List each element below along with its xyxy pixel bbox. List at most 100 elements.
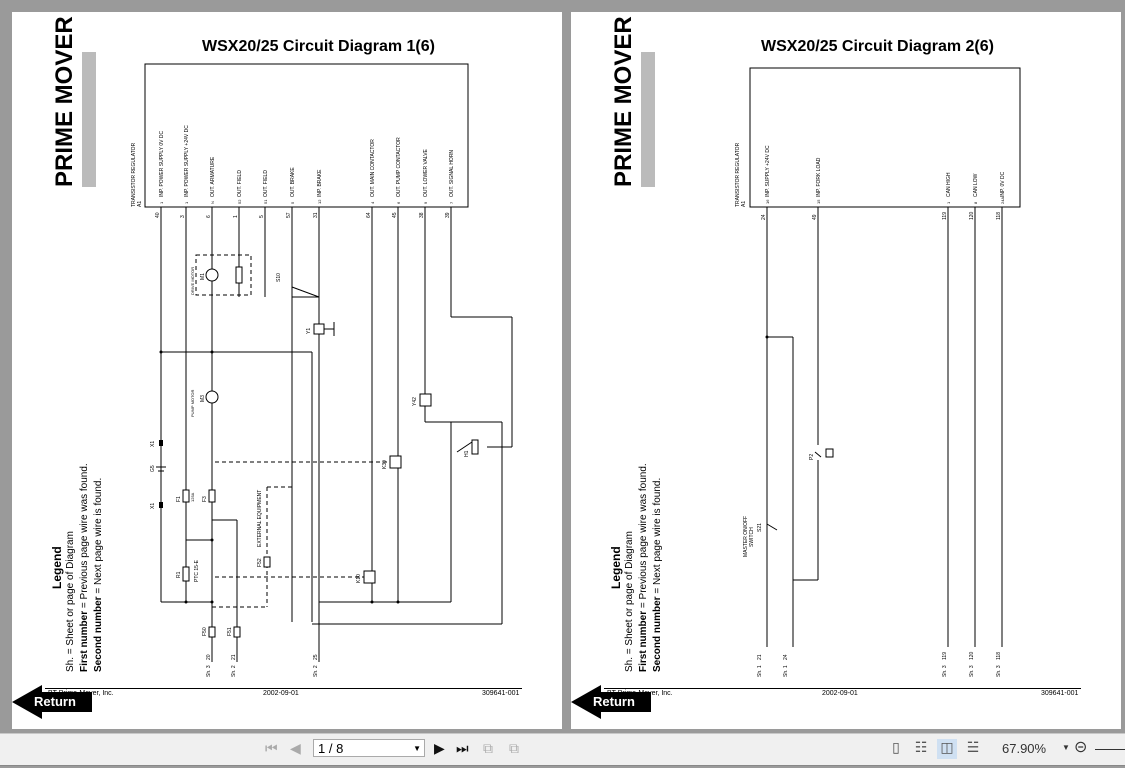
legend-heading: Legend bbox=[609, 546, 623, 589]
offpage-wire: 21 bbox=[757, 654, 763, 660]
wire-number: 57 bbox=[286, 212, 292, 218]
ptc-label: PTC 15-E bbox=[194, 559, 200, 582]
terminal-number: 24A bbox=[1000, 197, 1005, 204]
offpage-wire: 118 bbox=[996, 652, 1002, 660]
zoom-out-icon[interactable]: ⊝ bbox=[1074, 739, 1088, 756]
horn-h1 bbox=[471, 439, 479, 455]
offpage-wire: 120 bbox=[969, 651, 975, 660]
y42-label: Y42 bbox=[412, 397, 418, 406]
next-view-icon[interactable]: ⧉ bbox=[509, 740, 519, 756]
previous-view-icon[interactable]: ⧉ bbox=[483, 740, 493, 756]
master-switch-label: MASTER ON/OFF bbox=[743, 516, 749, 557]
single-page-icon[interactable]: ▯ bbox=[892, 739, 900, 755]
resistor-r1 bbox=[182, 566, 190, 582]
terminal-number: 1 bbox=[946, 201, 951, 204]
prev-page-icon[interactable]: ◀ bbox=[290, 740, 301, 756]
f1-value: 125A bbox=[190, 492, 195, 502]
f51-label: F51 bbox=[227, 627, 233, 636]
offpage-wire: 25 bbox=[313, 654, 319, 660]
column-label: OUT. BRAKE bbox=[290, 167, 296, 197]
contactor-k30 bbox=[389, 455, 402, 469]
offpage-wire: 119 bbox=[942, 652, 948, 660]
terminal-number: 15 bbox=[816, 199, 821, 204]
fuse-f50 bbox=[208, 626, 216, 638]
valve-y42 bbox=[419, 393, 432, 407]
regulator-id: A1 bbox=[741, 201, 747, 207]
x1-label: X1 bbox=[150, 441, 156, 447]
terminal-number: 8 bbox=[973, 201, 978, 204]
h1-label: H1 bbox=[464, 450, 470, 457]
continuous-facing-icon[interactable]: ☱ bbox=[966, 739, 980, 755]
legend-term: Second number bbox=[93, 596, 104, 672]
footer-divider bbox=[604, 688, 1081, 689]
drive-motor-box bbox=[195, 254, 252, 296]
wire-number: 31 bbox=[313, 212, 319, 218]
motor-m1-icon bbox=[205, 268, 219, 282]
terminal-number: N bbox=[210, 201, 215, 204]
logo-shadow bbox=[641, 52, 655, 187]
page-number-input[interactable]: 1 / 8▼ bbox=[313, 739, 425, 757]
terminal-number: 51 bbox=[263, 199, 268, 204]
column-label: CAN LOW bbox=[973, 173, 979, 197]
column-label: INP. POWER SUPPLY 0V DC bbox=[159, 130, 165, 197]
legend: Legend Sh. = Sheet or page of Diagram Fi… bbox=[50, 463, 106, 672]
column-label: OUT. LOWER VALVE bbox=[423, 148, 429, 197]
first-page-icon[interactable]: ⏮ bbox=[265, 740, 278, 756]
offpage-sheet: Sh. 3 bbox=[942, 665, 948, 677]
zoom-level[interactable]: 67.90% bbox=[1002, 741, 1047, 756]
page-title: WSX20/25 Circuit Diagram 1(6) bbox=[202, 38, 435, 55]
column-label: INP. SUPPLY +24V DC bbox=[765, 145, 771, 197]
last-page-icon[interactable]: ⏭ bbox=[456, 740, 469, 756]
p2-label: P2 bbox=[809, 454, 815, 460]
offpage-sheet: Sh. 3 bbox=[969, 665, 975, 677]
junction-dot bbox=[184, 600, 188, 604]
legend-line: = Next page wire is found. bbox=[93, 477, 104, 597]
terminal-number: 6 bbox=[396, 201, 401, 204]
fuse-f52 bbox=[263, 556, 271, 568]
next-page-icon[interactable]: ▶ bbox=[434, 740, 445, 756]
wire-number: 118 bbox=[996, 212, 1002, 220]
legend-term: First number bbox=[638, 610, 649, 672]
m1-label: M1 bbox=[200, 273, 206, 280]
zoom-slider[interactable] bbox=[1095, 749, 1125, 750]
terminal-number: 1 bbox=[184, 201, 189, 204]
wire bbox=[814, 451, 822, 458]
legend-line: = Next page wire is found. bbox=[652, 477, 663, 597]
f3-label: F3 bbox=[202, 496, 208, 502]
facing-icon[interactable]: ◫ bbox=[937, 739, 957, 759]
footer-doc-number: 309641-001 bbox=[1041, 690, 1079, 697]
junction-dot bbox=[159, 350, 163, 354]
terminal-number: 16 bbox=[765, 199, 770, 204]
continuous-icon[interactable]: ☷ bbox=[914, 739, 928, 755]
master-switch-label-2: SWITCH bbox=[749, 527, 755, 547]
junction-dot bbox=[210, 350, 214, 354]
legend-line: = Previous page wire was found. bbox=[79, 463, 90, 611]
column-label: OUT. FIELD bbox=[263, 170, 269, 197]
f52-label: F52 bbox=[257, 558, 263, 567]
field-winding bbox=[235, 266, 243, 284]
offpage-sheet: Sh. 1 bbox=[783, 665, 789, 677]
column-label: INP. 0V DC bbox=[1000, 171, 1006, 197]
external-equipment-label: EXTERNAL EQUIPMENT bbox=[257, 490, 263, 547]
return-button[interactable]: Return bbox=[571, 685, 651, 719]
logo-shadow bbox=[82, 52, 96, 187]
arrow-left-icon bbox=[12, 685, 92, 719]
motor-m3-icon bbox=[205, 390, 219, 404]
column-label: OUT. ARMATURE bbox=[210, 156, 216, 197]
k10-label: K10 bbox=[356, 574, 362, 583]
wire-number: 24 bbox=[761, 214, 767, 220]
fuse-f3 bbox=[208, 489, 216, 503]
wire-number: 45 bbox=[392, 212, 398, 218]
return-label: Return bbox=[593, 694, 635, 709]
return-button[interactable]: Return bbox=[12, 685, 92, 719]
terminal-number: 4 bbox=[370, 201, 375, 204]
zoom-dropdown-icon[interactable]: ▼ bbox=[1062, 743, 1070, 752]
junction-dot bbox=[210, 600, 214, 604]
wire-number: 38 bbox=[419, 212, 425, 218]
chevron-down-icon[interactable]: ▼ bbox=[413, 744, 421, 753]
s10-label: S10 bbox=[276, 273, 282, 282]
pdf-toolbar: ⏮ ◀ 1 / 8▼ ▶ ⏭ ⧉ ⧉ ▯ ☷ ◫ ☱ 67.90% ▼ ⊝ bbox=[0, 733, 1125, 766]
